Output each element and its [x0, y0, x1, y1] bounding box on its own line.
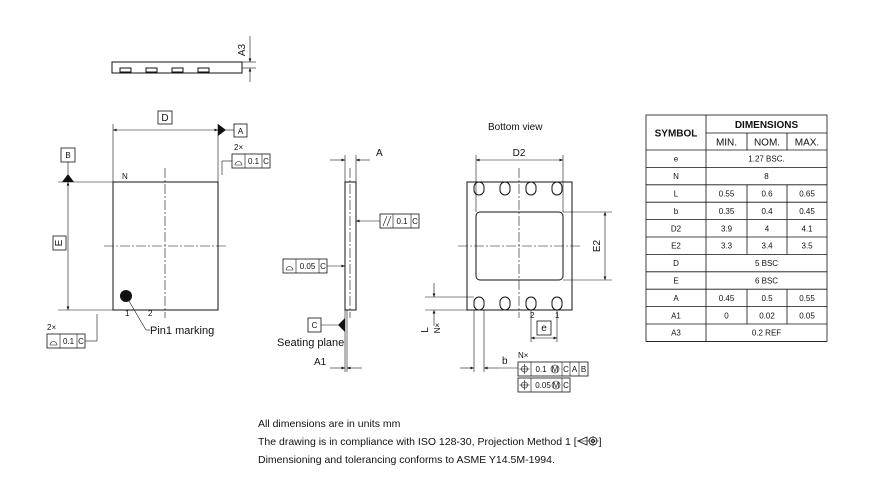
table-row-max: 0.05 [799, 311, 815, 320]
table-row-symbol: E2 [671, 242, 681, 251]
bottom-view-title: Bottom view [488, 122, 543, 133]
note-iso-text: The drawing is in compliance with ISO 12… [258, 436, 577, 448]
dim-e2-label: E2 [592, 239, 603, 252]
dim-a-label: A [376, 148, 383, 159]
note-iso: The drawing is in compliance with ISO 12… [258, 436, 602, 448]
table-row-symbol: N [673, 172, 679, 181]
tol-top-profile: 0.1 [248, 157, 260, 166]
table-row-min: 3.3 [721, 242, 733, 251]
table-row-min: 3.9 [721, 224, 733, 233]
table-row-symbol: E [673, 277, 678, 286]
table-row-max: 4.1 [801, 224, 813, 233]
dim-l-label: L [420, 327, 431, 333]
table-row-span-value: 6 BSC [755, 277, 778, 286]
pin-2-label: 2 [148, 309, 153, 318]
mmc-symbol-2: M [553, 381, 560, 390]
datum-c: C [312, 321, 318, 330]
flatness-tolerance: 0.05 C [282, 258, 345, 274]
dim-b-count: N× [518, 351, 529, 360]
parallelism-tolerance: 0.1 C [356, 213, 420, 229]
table-header-dimensions: DIMENSIONS [735, 120, 799, 131]
table-row-span-value: 5 BSC [755, 259, 778, 268]
table-row-symbol: A1 [671, 311, 681, 320]
table-row-max: 0.65 [799, 190, 815, 199]
table-row-min: 0 [724, 311, 729, 320]
table-row-nom: 0.02 [759, 311, 775, 320]
tol-position-1-ref-b: B [581, 365, 586, 374]
table-row-symbol: b [674, 207, 679, 216]
table-row-max: 0.55 [799, 294, 815, 303]
dim-e-pitch-label: e [541, 323, 547, 334]
table-row-max: 3.5 [801, 242, 813, 251]
seating-plane-label: Seating plane [277, 337, 344, 349]
side-profile-view: A3 [111, 36, 256, 82]
datum-b: B [65, 151, 70, 160]
bottom-view: Bottom view D2 E2 L N× 1 2 [420, 122, 612, 393]
table-subheader: MAX. [795, 138, 819, 149]
dim-d2-label: D2 [513, 148, 526, 159]
tol-parallelism-ref: C [412, 217, 418, 226]
tol-parallelism: 0.1 [396, 217, 408, 226]
pin-1-label: 1 [125, 309, 130, 318]
table-row-symbol: A [673, 294, 679, 303]
top-view: N 1 2 D A 2× 0.1 C E [46, 110, 271, 349]
table-header-symbol: SYMBOL [655, 129, 698, 140]
tol-position-1: 0.1 [535, 365, 547, 374]
two-x-bottom: 2× [47, 323, 56, 332]
tol-position-1-ref-c: C [563, 365, 569, 374]
profile-tolerance-bottom: 0.1 C [46, 314, 98, 349]
table-row-symbol: D2 [671, 224, 682, 233]
pin-n-label: N [122, 172, 128, 181]
side-view: A 0.1 C 0.05 C C Seating plane [277, 148, 420, 372]
table-row-span-value: 8 [764, 172, 769, 181]
tol-flatness-ref: C [320, 262, 326, 271]
table-row-min: 0.55 [719, 190, 735, 199]
dim-d-label: D [161, 113, 168, 124]
dim-l-count: N× [433, 322, 442, 333]
table-row-nom: 0.5 [761, 294, 773, 303]
table-row-max: 0.45 [799, 207, 815, 216]
note-asme: Dimensioning and tolerancing conforms to… [258, 454, 555, 466]
table-row-span-value: 1.27 BSC. [748, 155, 784, 164]
table-row-symbol: L [674, 190, 679, 199]
bottom-pin-2-label: 2 [530, 311, 535, 320]
table-row-symbol: A3 [671, 329, 681, 338]
tol-bottom-profile-ref: C [78, 337, 84, 346]
tol-position-2-ref-c: C [563, 381, 569, 390]
dim-b-label: b [502, 356, 508, 367]
table-row-nom: 0.6 [761, 190, 773, 199]
table-row-symbol: D [673, 259, 679, 268]
table-row-nom: 0.4 [761, 207, 773, 216]
datum-a: A [238, 127, 244, 136]
table-row-nom: 4 [765, 224, 770, 233]
mmc-symbol-1: M [552, 365, 559, 374]
table-row-min: 0.35 [719, 207, 735, 216]
dim-a1-label: A1 [314, 357, 327, 368]
dim-e-label: E [54, 239, 65, 246]
table-subheader: NOM. [754, 138, 780, 149]
table-frame [645, 114, 828, 342]
tol-position-1-ref-a: A [572, 365, 578, 374]
tol-top-profile-ref: C [263, 157, 269, 166]
table-row-span-value: 0.2 REF [752, 329, 781, 338]
bottom-pin-1-label: 1 [555, 311, 560, 320]
table-row-nom: 3.4 [761, 242, 773, 251]
note-iso-close: ] [598, 436, 602, 448]
table-subheader: MIN. [716, 138, 737, 149]
pin1-marking-label: Pin1 marking [150, 325, 214, 337]
dimensions-table: SYMBOL DIMENSIONS MIN. NOM. MAX. e 1.27 BSC. N 8… [645, 114, 828, 342]
position-tolerance-frames: 0.1 M C A B 0.05 M C [517, 361, 589, 393]
tol-flatness: 0.05 [300, 262, 316, 271]
dim-a3-label: A3 [237, 43, 248, 56]
profile-tolerance-top: 0.1 C [221, 153, 271, 175]
tol-bottom-profile: 0.1 [63, 337, 75, 346]
table-row-symbol: e [674, 155, 679, 164]
projection-method-icon [576, 436, 599, 446]
tol-position-2: 0.05 [535, 381, 551, 390]
two-x-top: 2× [234, 143, 243, 152]
note-units: All dimensions are in units mm [258, 418, 401, 430]
table-row-min: 0.45 [719, 294, 735, 303]
